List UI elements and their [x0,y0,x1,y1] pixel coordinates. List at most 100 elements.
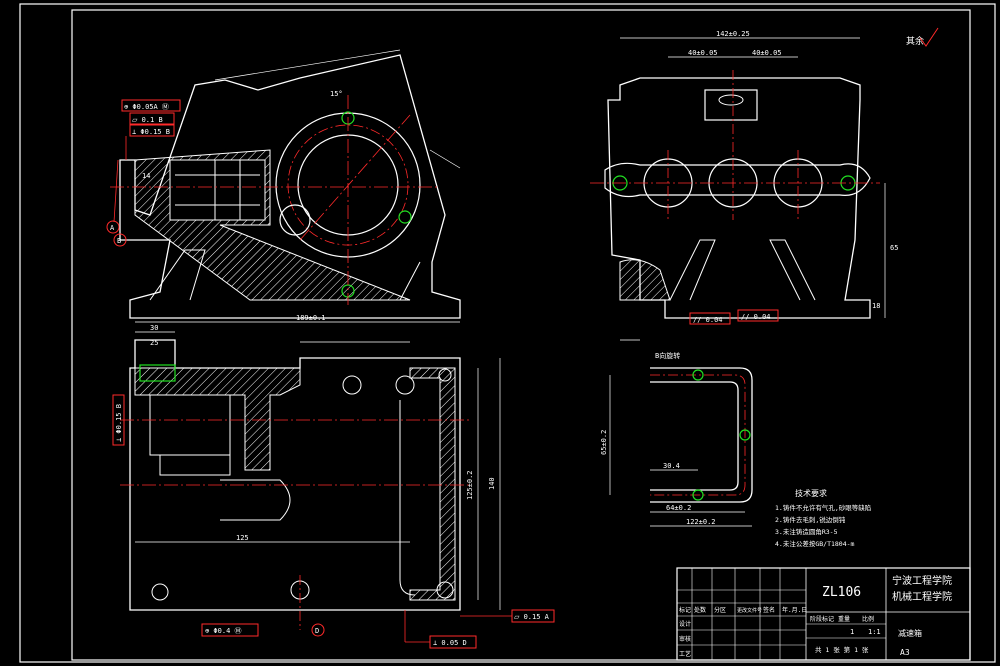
datum-a-leader [113,159,119,223]
tol-flat-bottom: ⏥ 0.15 A [514,613,550,621]
top-bore-1 [149,394,231,456]
tol-perp-top: ⊥ Φ0.15 B [115,404,123,442]
scale: 1:1 [868,628,881,636]
tol-flat-front-frame [129,112,175,125]
tol-pos-front: ⊕ Φ0.05A Ⓜ [124,103,169,111]
top-w1-dim: 30 [150,324,158,332]
tol-pos-bottom: ⊕ Φ0.4 Ⓜ [205,627,242,635]
tol-par-side2: // 0.04 [741,313,771,321]
row-label-3: 审核 [679,635,691,643]
row-label-2: 设计 [679,620,691,628]
front-14-dim: 14 [142,172,150,180]
front-bore [169,159,266,221]
front-centerline-diag [299,114,411,241]
top-hole-2 [395,375,415,395]
top-125-dim: 125 [236,534,249,542]
side-view: 142±0.25 40±0.05 40±0.05 65 18 // 0.04 /… [590,30,898,341]
top-pin-green [139,364,176,382]
quantity: 1 [850,628,854,636]
front-slant-dim [214,49,401,81]
side-view-outline [607,77,871,319]
row-label-1: 标记 [679,606,691,614]
top-view: 30 25 125 125±0.2 140 ⊥ Φ0.15 B ⊕ Φ0.4 Ⓜ… [112,324,555,649]
side-h1-dim: 65 [890,244,898,252]
side-rib-right [769,239,816,301]
school-line-1: 宁波工程学院 [892,574,952,587]
top-hatched-wall [409,367,456,601]
technical-requirements: 技术要求 1.铸件不允许有气孔,砂眼等缺陷 2.铸件去毛刺,锐边倒钝 3.未注铸… [775,488,871,548]
datum-b-circle [113,233,127,247]
detail-outer-contour [650,367,753,503]
datum-a-label: A [110,224,115,232]
detail-view-b: B向旋转 65±0.2 30.4 64±0.2 122±0.2 [600,351,753,527]
datum-a-circle [106,220,120,234]
top-hole-3 [151,583,169,601]
tech-req-item-1: 1.铸件不允许有气孔,砂眼等缺陷 [775,503,871,512]
title-block-frame [676,567,971,661]
top-slot-2 [399,400,416,596]
tol-par-side2-frame [737,309,779,322]
side-top-boss [704,89,758,121]
sheet-info: 共 1 张 第 1 张 [815,645,869,654]
detail-hole-3 [692,489,704,501]
front-rib-left [149,249,206,301]
roughness-symbol [919,27,939,47]
school-line-2: 机械工程学院 [892,590,952,603]
detail-view-label: B向旋转 [655,351,680,360]
title-block: ZL106 宁波工程学院 机械工程学院 减速箱 A3 阶段标记 重量 比例 1 … [676,567,971,661]
roughness-note: 其余 [906,35,924,47]
outer-border [19,3,996,663]
part-name: 减速箱 [898,628,922,638]
material: A3 [900,648,910,657]
top-slot-1 [220,479,291,521]
tech-req-item-2: 2.铸件去毛刺,锐边倒钝 [775,515,846,524]
datum-d-label: D [315,627,319,635]
side-rib-left [669,239,716,301]
tol-perp-bottom: ⊥ 0.05 D [433,639,467,647]
side-top-boss-hole [718,94,744,106]
front-view-outline [119,54,461,319]
front-rib-right [399,261,421,301]
tol-perp-top-frame [112,394,125,446]
top-view-outline [129,339,461,611]
front-small-boss [279,204,311,236]
tol-par-side1: // 0.04 [693,316,723,324]
detail-hole-2 [739,429,751,441]
detail-inner-dim: 30.4 [663,462,680,470]
row-label-4: 工艺 [679,650,691,658]
front-width-dim: 189±0.1 [296,314,326,322]
detail-hole-1 [692,369,704,381]
top-hole-5 [436,581,454,599]
tol-flat-front: ⏥ 0.1 B [132,116,163,124]
stage-label-3: 比例 [862,615,874,623]
side-hatched-foot [619,259,671,301]
top-hole-6 [438,368,452,382]
detail-w2-dim: 122±0.2 [686,518,716,526]
col-label-5: 年.月.日 [782,606,807,614]
side-left-dim: 40±0.05 [688,49,718,57]
front-hole-right [398,210,412,224]
front-angle-dim: 15° [330,90,343,98]
top-w2-dim: 25 [150,339,158,347]
datum-d-circle [311,623,325,637]
top-h-dim: 125±0.2 [466,470,474,500]
tol-par-side1-frame [689,312,731,325]
detail-h-dim: 65±0.2 [600,430,608,455]
col-label-4: 签名 [763,606,775,614]
side-right-dim: 40±0.05 [752,49,782,57]
detail-red-contour [650,374,746,496]
tech-req-item-3: 3.未注铸造圆角R3-5 [775,527,838,536]
front-view: 189±0.1 15° 14 ⊕ Φ0.05A Ⓜ ⏥ 0.1 B ⊥ Φ0.1… [106,49,461,323]
side-h2-dim: 18 [872,302,880,310]
tol-perp-front-frame [129,124,175,137]
col-label-1: 处数 [694,606,706,614]
top-h2-dim: 140 [488,477,496,490]
stage-label-1: 阶段标记 [810,615,834,623]
top-bore-2 [159,454,231,476]
top-hole-1 [342,375,362,395]
drawing-number: ZL106 [822,585,861,600]
stage-label-2: 重量 [838,615,850,623]
detail-inner-contour [650,381,739,491]
tol-pos-bottom-frame [201,623,259,637]
